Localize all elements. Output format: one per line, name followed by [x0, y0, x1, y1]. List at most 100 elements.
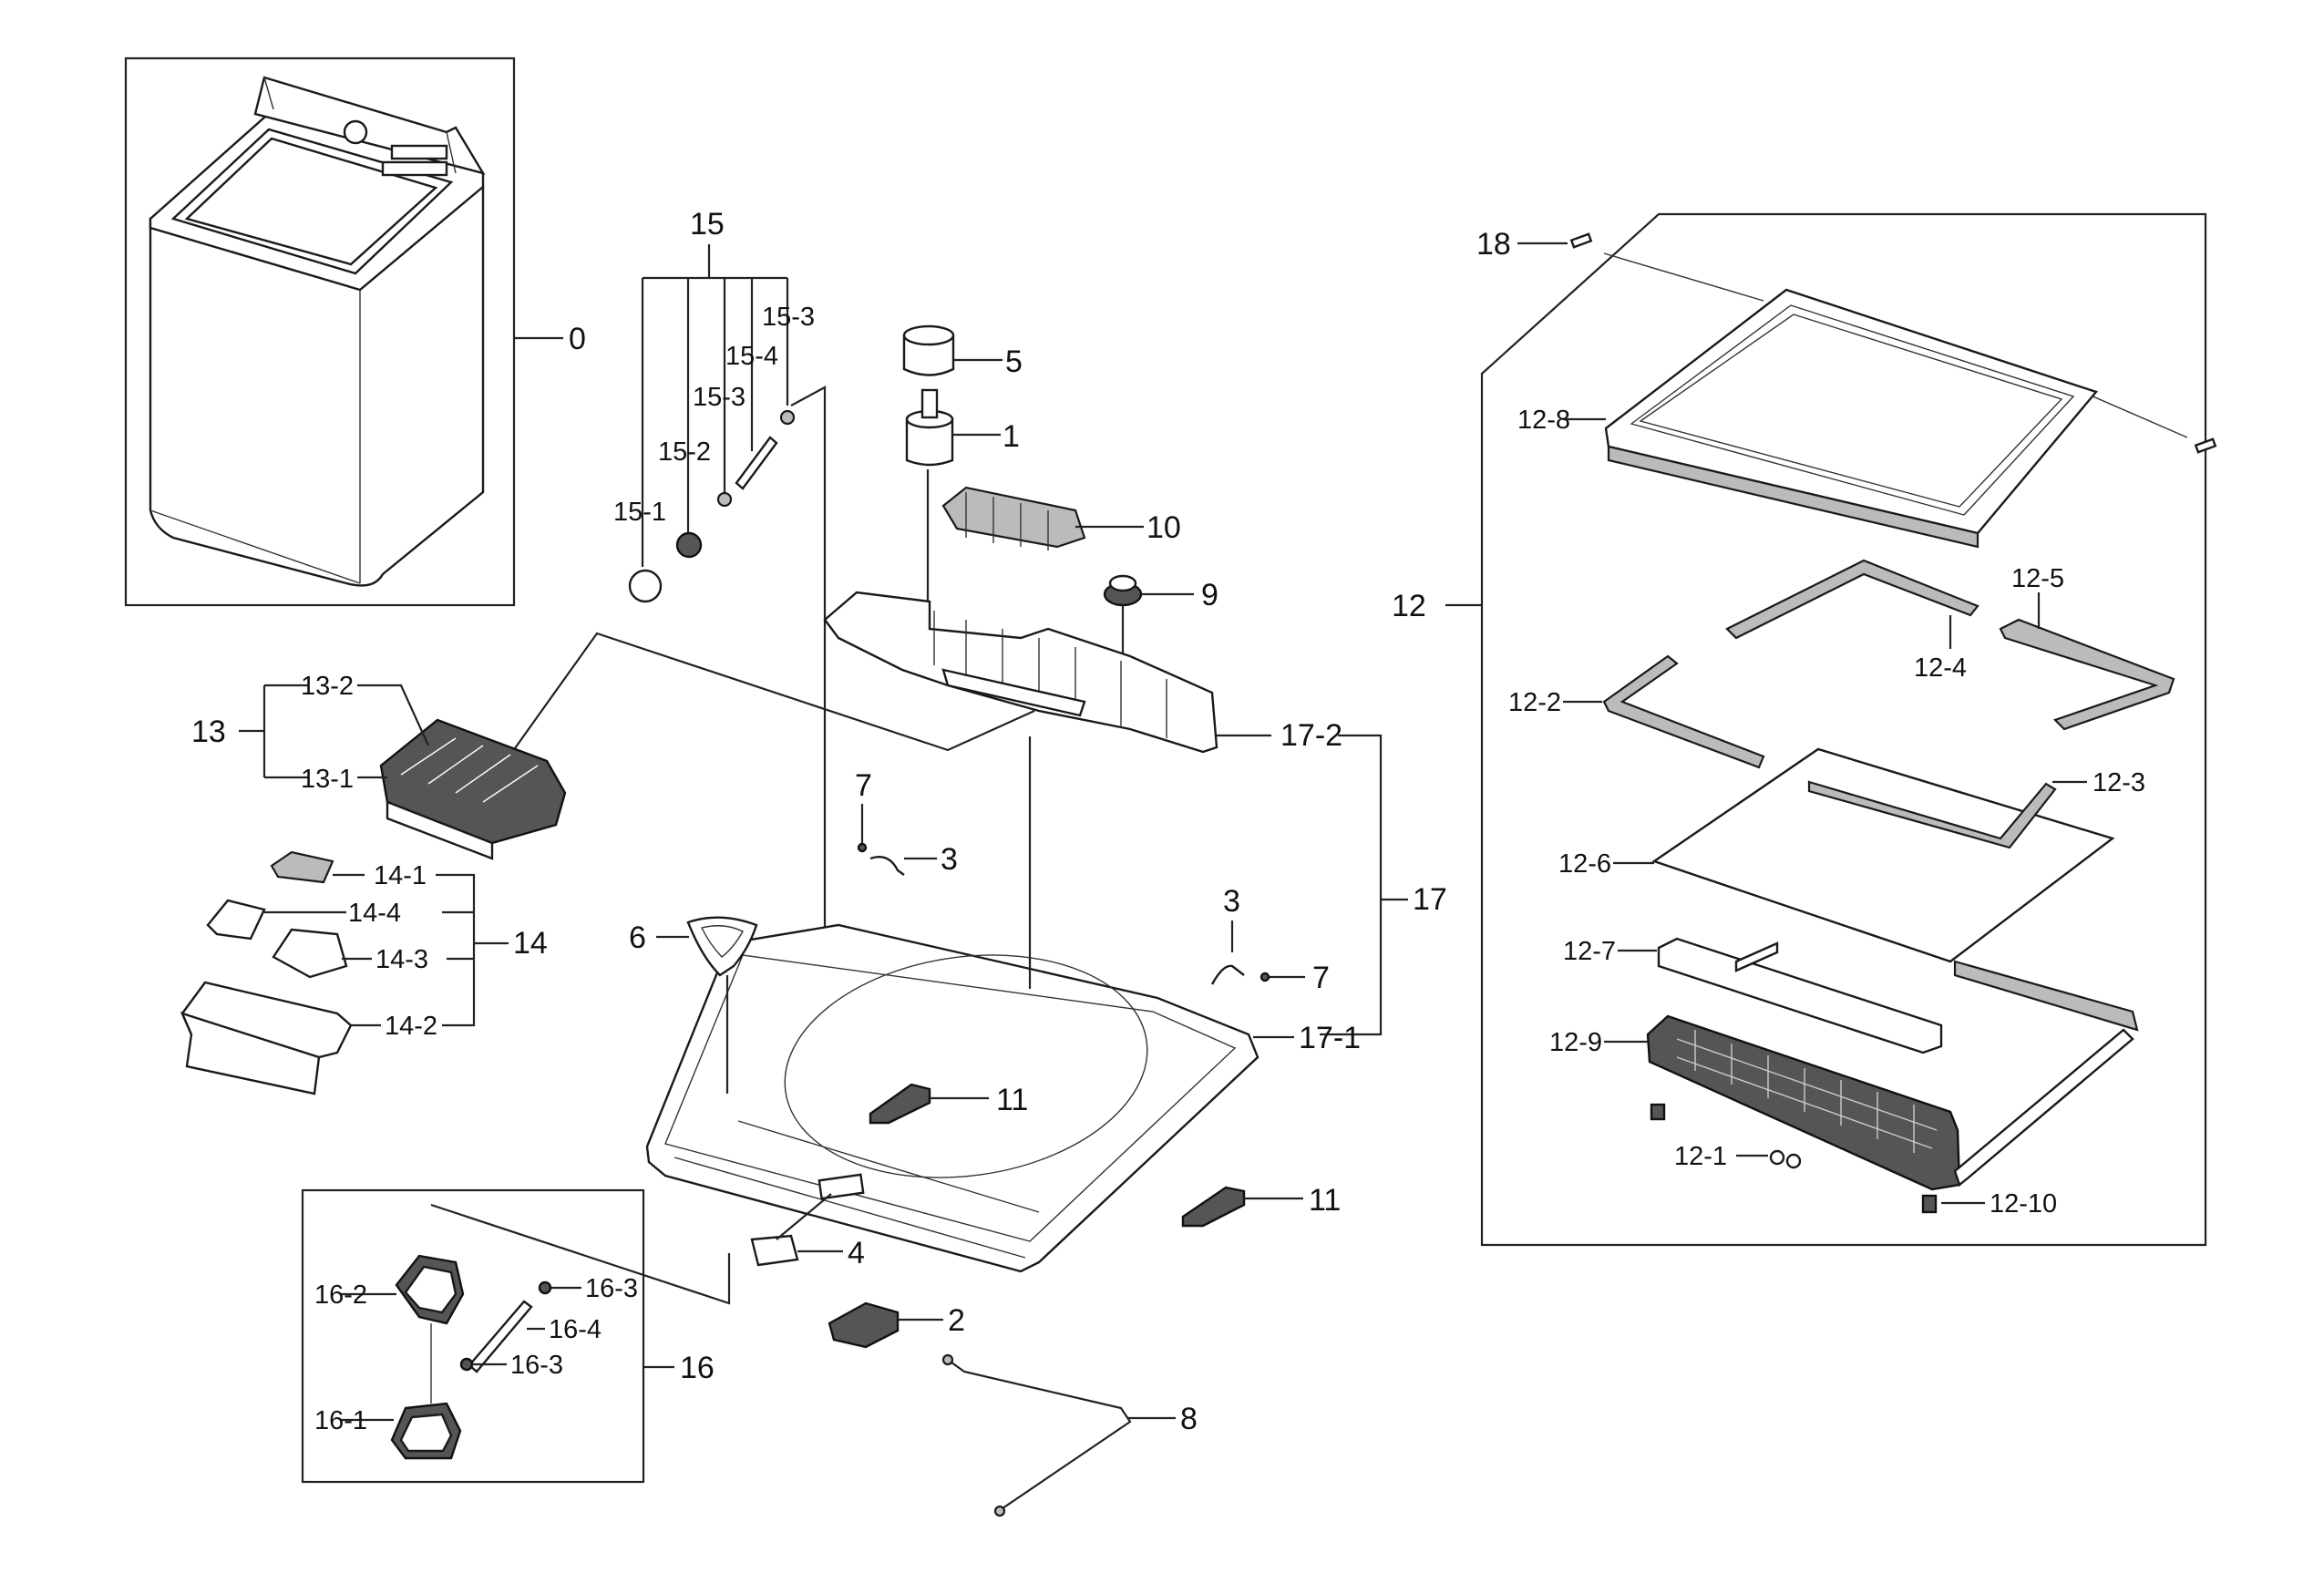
switch-part-2 — [828, 1301, 900, 1349]
label-12-1: 12-1 — [1674, 1142, 1727, 1171]
label-12-4: 12-4 — [1914, 653, 1967, 683]
label-1: 1 — [1003, 419, 1020, 454]
part-3-7-right: 3 7 — [1210, 884, 1330, 995]
cup-part-14-3 — [272, 928, 348, 979]
label-12: 12 — [1392, 589, 1426, 623]
rod-part-15-4 — [735, 436, 778, 490]
label-15-3-mid: 15-3 — [693, 383, 746, 412]
label-13-1: 13-1 — [301, 765, 354, 794]
label-3-right: 3 — [1223, 884, 1240, 919]
part-1-group: 1 — [905, 388, 1020, 638]
bumper-part-12-1-a — [1650, 1103, 1666, 1121]
label-12-3: 12-3 — [2093, 768, 2145, 797]
rod-part-16-4 — [468, 1300, 533, 1373]
label-10: 10 — [1147, 510, 1181, 545]
lid-part-14-4 — [206, 899, 266, 941]
cap-part-15-2 — [675, 531, 703, 559]
part-10-group: 10 — [941, 486, 1181, 550]
label-14-2: 14-2 — [385, 1012, 437, 1041]
part-2-group: 2 — [828, 1301, 965, 1349]
washer-overview-group: 0 — [124, 57, 586, 607]
part-6-group: 6 — [629, 916, 758, 1094]
part-13-group: 13 13-2 13-1 — [191, 672, 567, 860]
bracket-part-12-4 — [1725, 559, 1980, 640]
bumper-part-12-1-b — [1769, 1149, 1785, 1166]
spring-part-16-3-top — [538, 1280, 552, 1295]
hinge-part-11-a — [869, 1083, 931, 1125]
hinge-part-3-right — [1210, 964, 1245, 985]
bracket-part-12-2 — [1602, 654, 1765, 769]
label-5: 5 — [1005, 345, 1023, 379]
label-15-4: 15-4 — [725, 342, 778, 371]
leader-15-down — [790, 386, 827, 1119]
label-8: 8 — [1180, 1402, 1198, 1436]
label-16: 16 — [680, 1351, 715, 1385]
part-17-2-group: 17-2 — [505, 591, 1342, 989]
label-0: 0 — [569, 322, 586, 356]
part-16-box — [301, 1188, 645, 1484]
pin-part-18-left — [1569, 232, 1593, 249]
part-16-group: 16-2 16-1 16-3 16-4 16-3 16 — [301, 1188, 731, 1484]
label-12-8: 12-8 — [1517, 406, 1570, 435]
cover-part-14-1 — [270, 850, 334, 884]
wire-part-8 — [947, 1359, 1132, 1509]
spring-part-15-3 — [716, 491, 733, 508]
label-15: 15 — [690, 207, 725, 242]
label-4: 4 — [848, 1236, 865, 1270]
cup-part-6 — [686, 916, 758, 977]
label-14: 14 — [513, 926, 548, 961]
label-17-1: 17-1 — [1299, 1021, 1361, 1055]
label-14-1: 14-1 — [374, 861, 427, 890]
label-2: 2 — [948, 1303, 965, 1338]
ball-part-15-1 — [628, 569, 663, 603]
bracket-part-12-5 — [1999, 618, 2175, 731]
label-16-2: 16-2 — [314, 1280, 367, 1310]
label-9: 9 — [1201, 578, 1219, 612]
label-16-3-bot: 16-3 — [510, 1351, 563, 1380]
part-14-group: 14-1 14-4 14-3 14-2 14 — [180, 850, 548, 1095]
label-7-right: 7 — [1312, 961, 1330, 995]
label-17-2: 17-2 — [1280, 718, 1342, 753]
label-15-2: 15-2 — [658, 437, 711, 467]
label-13: 13 — [191, 715, 226, 749]
control-bracket-17-2 — [823, 591, 1219, 754]
spring-part-16-3-bot — [459, 1357, 474, 1372]
pin-part-18-right — [2194, 437, 2217, 454]
part-11-group: 11 11 — [869, 1083, 1341, 1228]
label-15-3-top: 15-3 — [762, 303, 815, 332]
part-8-group: 8 — [941, 1353, 1198, 1517]
washer-overview-box — [124, 57, 516, 607]
part-4-group: 4 — [750, 1173, 865, 1270]
label-17: 17 — [1413, 882, 1447, 917]
label-12-6: 12-6 — [1558, 849, 1611, 879]
label-6: 6 — [629, 920, 646, 955]
handle-part-12-7 — [1657, 937, 1943, 1054]
leader-13-link — [505, 632, 1035, 762]
part-5-group: 5 — [902, 324, 1023, 379]
latch-part-4 — [750, 1234, 799, 1267]
label-16-4: 16-4 — [549, 1315, 602, 1344]
part-15-group: 15 15-3 15-4 15-3 15-2 15-1 — [613, 207, 827, 1119]
label-14-3: 14-3 — [375, 945, 428, 974]
label-14-4: 14-4 — [348, 899, 401, 928]
label-7-top: 7 — [855, 768, 872, 803]
label-12-5: 12-5 — [2011, 564, 2064, 593]
label-3-top: 3 — [941, 842, 958, 877]
label-18: 18 — [1476, 227, 1511, 262]
label-12-2: 12-2 — [1508, 688, 1561, 717]
label-15-1: 15-1 — [613, 498, 666, 527]
label-11-b: 11 — [1309, 1183, 1341, 1218]
label-12-7: 12-7 — [1563, 937, 1616, 966]
part-17-bracket: 17 — [1320, 734, 1447, 1036]
hinge-part-3-top — [869, 855, 905, 876]
label-12-9: 12-9 — [1549, 1028, 1602, 1057]
label-11-a: 11 — [996, 1083, 1028, 1117]
switch-part-10 — [941, 486, 1086, 549]
washer-illustration — [149, 76, 486, 587]
bumper-part-12-10 — [1921, 1194, 1938, 1214]
label-16-1: 16-1 — [314, 1406, 367, 1435]
spring-part-15-3b — [779, 409, 796, 426]
label-13-2: 13-2 — [301, 672, 354, 701]
